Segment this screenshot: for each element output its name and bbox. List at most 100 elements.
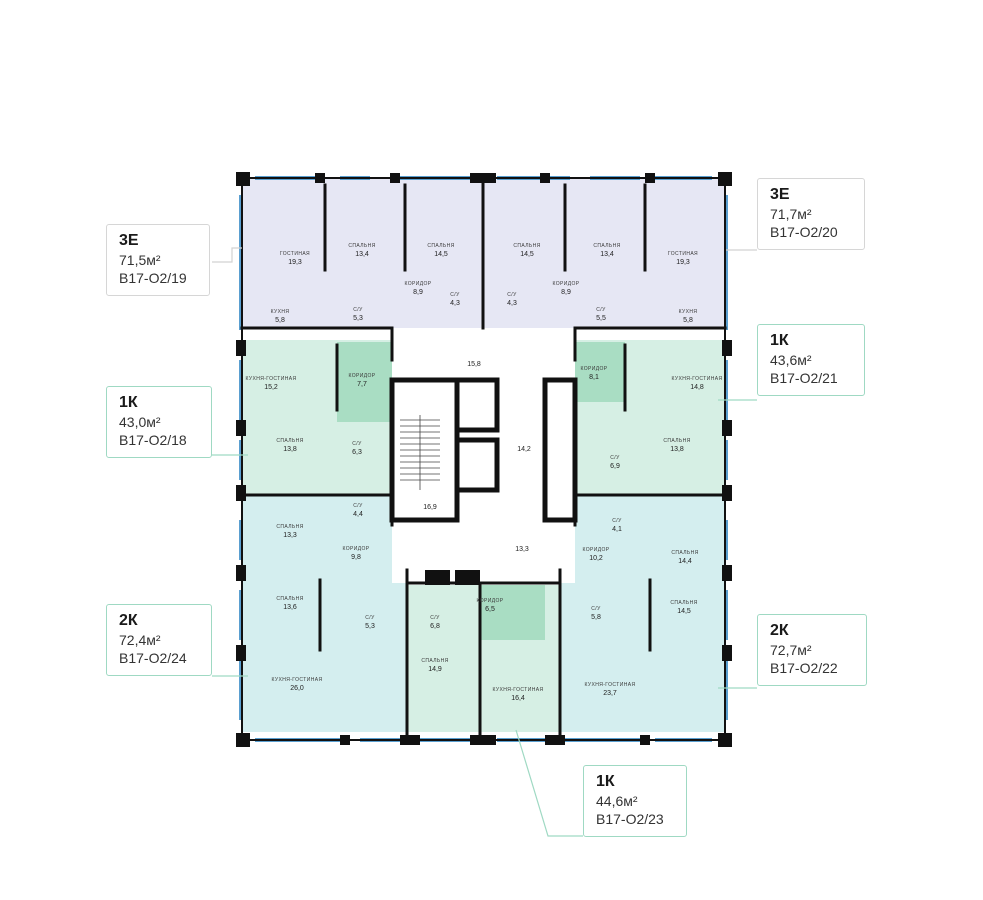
room-name: С/У (507, 292, 517, 298)
room-area: 8,9 (413, 289, 423, 296)
room-area: 16,4 (511, 695, 525, 702)
common-area-labels: 15,814,216,913,3 (423, 361, 531, 553)
apartment-area: 71,7м² (770, 206, 812, 222)
room-name: КОРИДОР (580, 366, 607, 372)
room-area: 4,3 (450, 300, 460, 307)
room-name: С/У (430, 615, 440, 621)
leader-23 (515, 729, 583, 837)
columns (236, 172, 732, 747)
apartment-area: 43,6м² (770, 352, 812, 368)
apartment-card-23[interactable]: 1К 44,6м² В17-О2/23 (583, 765, 687, 837)
room-name: КУХНЯ (679, 309, 698, 315)
room-name: С/У (352, 441, 362, 447)
room-name: ГОСТИНАЯ (668, 251, 698, 257)
room-name: С/У (365, 615, 375, 621)
apartment-22-area (560, 495, 725, 732)
room-name: КУХНЯ-ГОСТИНАЯ (493, 687, 544, 693)
room-area: 6,8 (430, 623, 440, 630)
apartment-19-area (242, 178, 483, 328)
room-area: 5,8 (683, 317, 693, 324)
hall (392, 328, 575, 583)
apartment-type: 1К (596, 773, 615, 790)
room-name: СПАЛЬНЯ (421, 658, 448, 664)
room-area: 14,5 (677, 608, 691, 615)
room-labels: ГОСТИНАЯ19,3СПАЛЬНЯ13,4СПАЛЬНЯ14,5СПАЛЬН… (246, 243, 723, 702)
room-area: 8,1 (589, 374, 599, 381)
apartment-type: 2К (770, 622, 789, 639)
apartment-area: 71,5м² (119, 252, 161, 268)
room-name: С/У (353, 503, 363, 509)
room-name: С/У (610, 455, 620, 461)
room-area: 14,5 (520, 251, 534, 258)
apartment-card-20[interactable]: 3Е 71,7м² В17-О2/20 (757, 178, 865, 250)
apartment-type: 3Е (770, 186, 790, 203)
apartment-card-18[interactable]: 1К 43,0м² В17-О2/18 (106, 386, 212, 458)
room-area: 14,9 (428, 666, 442, 673)
apartment-code: В17-О2/21 (770, 370, 838, 386)
room-label: КУХНЯ-ГОСТИНАЯ 26,0 (272, 677, 323, 692)
room-name: КУХНЯ-ГОСТИНАЯ (272, 677, 323, 683)
apartment-code: В17-О2/24 (119, 650, 187, 666)
room-name: СПАЛЬНЯ (276, 524, 303, 530)
room-label: С/У 6,8 (430, 615, 440, 630)
apartment-type: 2К (119, 612, 138, 629)
leader-19 (212, 247, 242, 263)
room-area: 26,0 (290, 685, 304, 692)
room-area: 8,9 (561, 289, 571, 296)
room-label: КУХНЯ-ГОСТИНАЯ 16,4 (493, 687, 544, 702)
room-area: 4,1 (612, 526, 622, 533)
room-name: ГОСТИНАЯ (280, 251, 310, 257)
room-area: 4,3 (507, 300, 517, 307)
room-name: КОРИДОР (582, 547, 609, 553)
apartment-card-19[interactable]: 3Е 71,5м² В17-О2/19 (106, 224, 210, 296)
apartment-area: 72,7м² (770, 642, 812, 658)
room-area: 6,9 (610, 463, 620, 470)
room-name: КУХНЯ-ГОСТИНАЯ (585, 682, 636, 688)
room-label: СПАЛЬНЯ 13,3 (276, 524, 303, 539)
room-name: СПАЛЬНЯ (593, 243, 620, 249)
room-area: 19,3 (288, 259, 302, 266)
apartment-code: В17-О2/19 (119, 270, 187, 286)
room-label: С/У 4,3 (450, 292, 460, 307)
room-label: С/У5,3 (353, 307, 363, 322)
apartment-type: 3Е (119, 232, 139, 249)
room-name: СПАЛЬНЯ (427, 243, 454, 249)
room-area: 10,2 (589, 555, 603, 562)
room-name: КОРИДОР (404, 281, 431, 287)
room-name: С/У (353, 307, 363, 313)
room-area: 13,3 (283, 532, 297, 539)
room-label: С/У5,5 (596, 307, 606, 322)
room-name: С/У (612, 518, 622, 524)
room-area: 13,4 (355, 251, 369, 258)
staircase (400, 415, 440, 490)
apartment-type: 1К (770, 332, 789, 349)
apartment-card-24[interactable]: 2К 72,4м² В17-О2/24 (106, 604, 212, 676)
common-area-value: 14,2 (517, 446, 531, 453)
room-name: КУХНЯ (271, 309, 290, 315)
apartment-card-21[interactable]: 1К 43,6м² В17-О2/21 (757, 324, 865, 396)
room-name: КУХНЯ-ГОСТИНАЯ (672, 376, 723, 382)
apartment-20-area (483, 178, 725, 328)
room-label: СПАЛЬНЯ 14,5 (670, 600, 697, 615)
common-area-value: 15,8 (467, 361, 481, 368)
room-label: С/У 6,9 (610, 455, 620, 470)
corridor-21 (575, 342, 625, 402)
room-name: СПАЛЬНЯ (670, 600, 697, 606)
apartment-card-22[interactable]: 2К 72,7м² В17-О2/22 (757, 614, 867, 686)
room-area: 19,3 (676, 259, 690, 266)
room-name: С/У (450, 292, 460, 298)
room-area: 5,5 (596, 315, 606, 322)
room-label: СПАЛЬНЯ 14,9 (421, 658, 448, 673)
apartment-code: В17-О2/18 (119, 432, 187, 448)
room-name: СПАЛЬНЯ (276, 438, 303, 444)
